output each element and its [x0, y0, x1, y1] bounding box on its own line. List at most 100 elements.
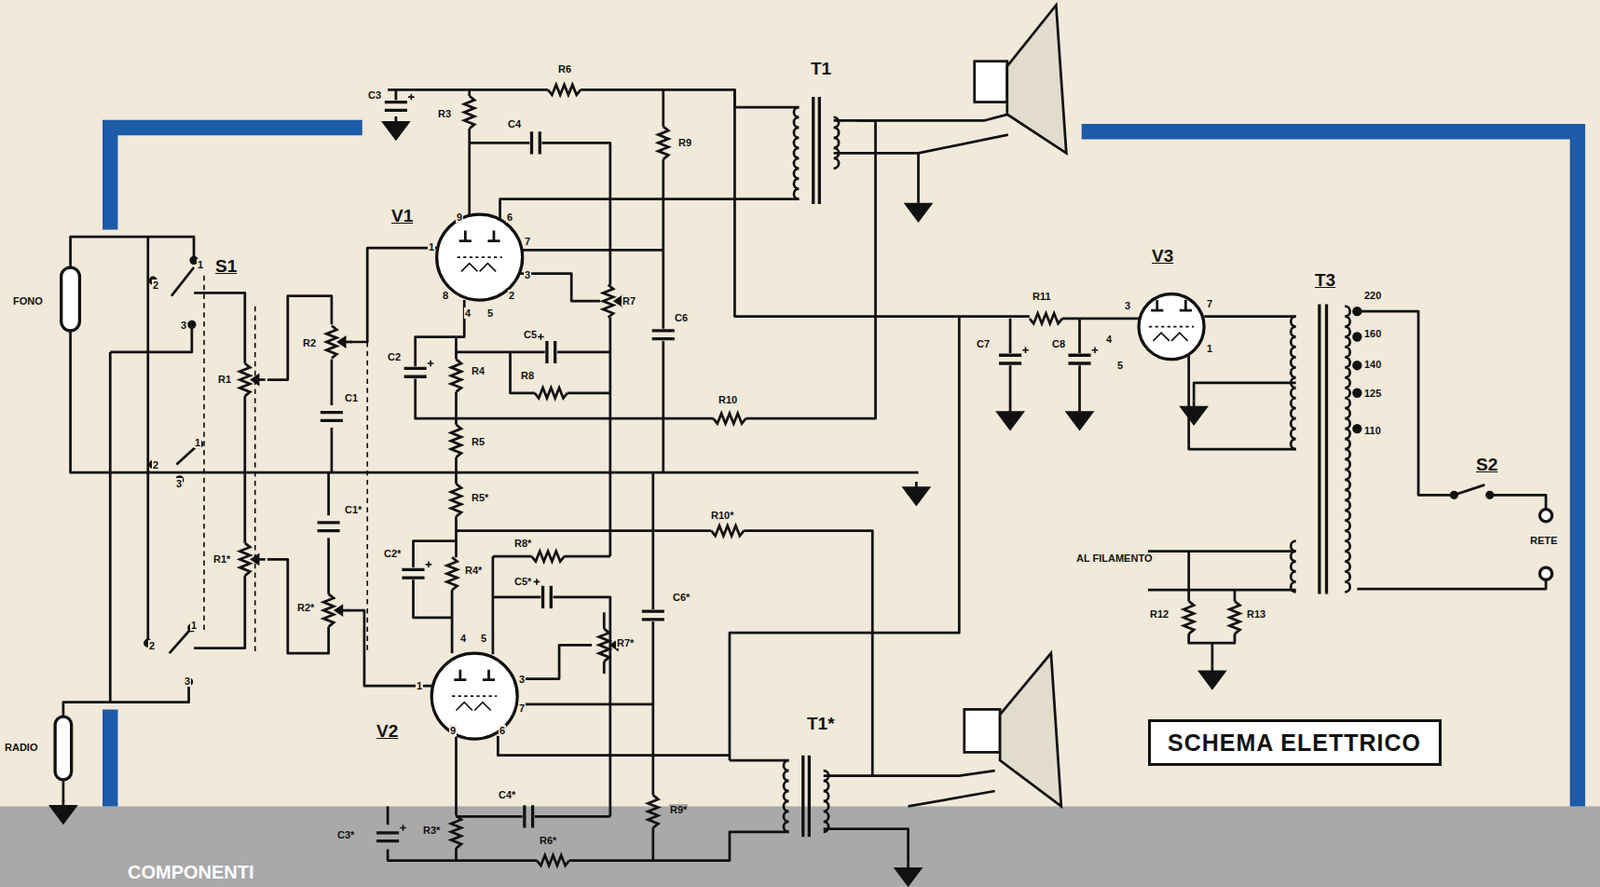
part-label: R1 [217, 373, 233, 385]
pin-number: 140 [1363, 358, 1382, 370]
resistor-symbol [447, 557, 458, 590]
component-title: T1* [806, 714, 836, 734]
pin-number: 160 [1363, 328, 1382, 340]
part-label: C5 [522, 328, 538, 341]
pin-number: 9 [455, 211, 464, 223]
resistor-symbol [451, 483, 462, 517]
part-label: R8* [513, 537, 533, 549]
pin-number: 125 [1363, 387, 1382, 399]
ground-symbol [998, 406, 1023, 429]
resistor-symbol [712, 413, 746, 424]
ground-symbol [51, 800, 76, 823]
resistor-symbol [657, 126, 669, 160]
valve-grid [457, 256, 503, 259]
bottom-band-ground [0, 806, 1600, 887]
blue-frame [109, 127, 1578, 807]
valve-envelope [431, 653, 518, 739]
part-label: C3 [367, 89, 383, 101]
pin-number: 1 [196, 259, 205, 271]
part-label: FONO [12, 295, 44, 307]
coil-winding [1290, 316, 1296, 450]
pin-number: 1 [190, 619, 198, 631]
part-label: C5* [513, 575, 533, 588]
wires [63, 89, 1546, 862]
potentiometer-symbol [239, 543, 250, 576]
component-title: V1 [390, 206, 414, 226]
coil-winding [823, 770, 829, 833]
pin-number: 5 [486, 307, 494, 319]
electrolytic-capacitor [1067, 355, 1091, 364]
potentiometer-symbol [239, 363, 250, 397]
part-label: R1* [212, 553, 232, 565]
valve-cathode [455, 702, 491, 712]
potentiometer-symbol [326, 325, 337, 358]
wiper-arrow [335, 606, 342, 616]
bottom-band: COMPONENTI [0, 806, 1600, 887]
component-title: S1 [214, 257, 238, 276]
electrolytic-capacitor [404, 368, 427, 377]
valve-anode [1150, 300, 1192, 311]
part-label: RETE [1529, 534, 1559, 547]
part-label: R6 [557, 63, 573, 75]
part-label: R4 [470, 365, 486, 377]
potentiometer-symbol [599, 629, 610, 662]
pin-number: 3 [183, 675, 192, 687]
tap-terminal [1353, 424, 1362, 433]
potentiometer-symbol [323, 594, 334, 628]
electrolytic-capacitor [543, 586, 552, 609]
part-label: R5* [470, 492, 490, 504]
polarity-mark [1092, 346, 1099, 354]
pin-number: 3 [523, 269, 532, 281]
part-label: RADIO [3, 741, 39, 753]
valve-grid [1148, 326, 1194, 329]
part-label: R9 [677, 136, 693, 149]
ground-symbol [1200, 665, 1225, 688]
polarity-mark [399, 824, 407, 832]
pin-number: 1 [427, 241, 436, 253]
capacitor-symbol [524, 805, 534, 828]
pin-number: 1 [415, 680, 424, 692]
component-title: T3 [1313, 271, 1337, 290]
part-label: R9* [669, 804, 688, 816]
polarity-mark [537, 333, 545, 341]
part-label: R2* [296, 601, 315, 614]
part-label: C4 [506, 118, 522, 130]
component-title: V3 [1150, 246, 1175, 266]
part-label: R6* [538, 834, 558, 847]
valve-anode [459, 231, 501, 242]
component-title: V2 [375, 722, 399, 741]
coil-winding [1344, 306, 1350, 593]
pin-number: 3 [1123, 300, 1132, 312]
pin-number: 7 [518, 702, 526, 714]
pin-number: 2 [148, 640, 156, 652]
resistor-symbol [547, 84, 581, 96]
resistor-symbol [451, 815, 462, 848]
resistor-symbol [1183, 601, 1194, 634]
valve-envelope [437, 214, 523, 301]
pin-number: 4 [459, 632, 467, 644]
coil-winding [834, 117, 839, 169]
part-label: R5 [470, 436, 486, 448]
ground-symbol [903, 481, 929, 505]
polarity-mark [425, 561, 433, 569]
electrolytic-capacitor [384, 102, 408, 111]
polarity-mark [408, 94, 415, 101]
pin-number: 2 [507, 289, 516, 301]
component-title: T1 [809, 59, 833, 79]
switch-contact [1486, 492, 1493, 499]
part-label: C3* [336, 829, 356, 841]
capacitor-symbol [320, 412, 343, 422]
resistor-symbol [532, 551, 565, 562]
pin-number: 220 [1363, 289, 1382, 301]
resistor-symbol [1230, 601, 1241, 634]
pin-number: 6 [498, 724, 506, 737]
wiper-arrow [251, 555, 259, 564]
part-label: C2 [386, 351, 402, 363]
pin-number: 2 [151, 459, 160, 471]
resistor-symbol [451, 424, 462, 458]
resistor-symbol [536, 855, 570, 866]
switch-contact [1450, 492, 1458, 499]
tap-terminal [1353, 333, 1362, 342]
ground-symbol [895, 862, 920, 886]
part-label: R10* [710, 509, 735, 521]
